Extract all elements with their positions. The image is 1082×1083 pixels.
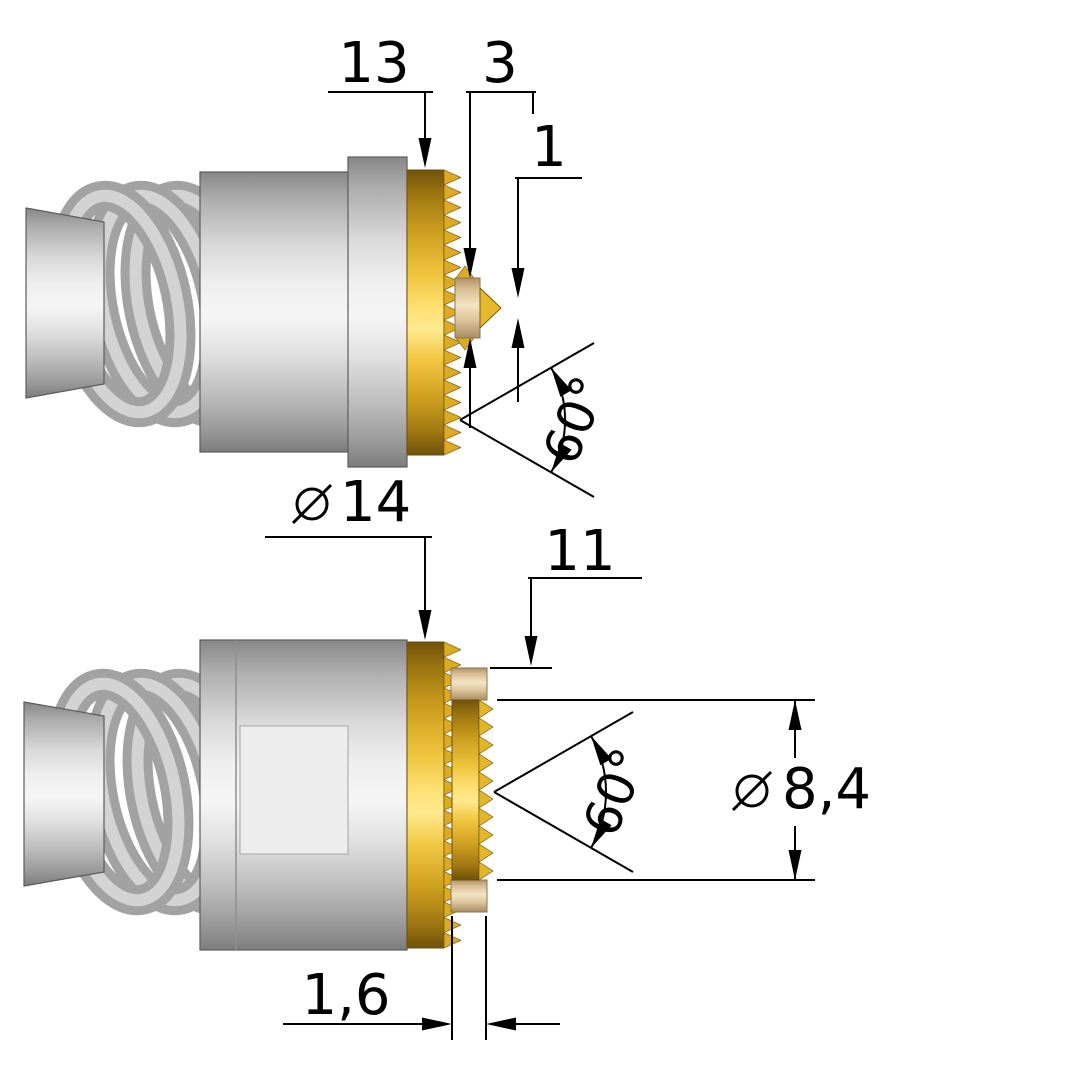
arrow-up-icon [788, 700, 802, 730]
angle-bottom-label: 60° [572, 740, 659, 844]
arrow-down-icon [788, 850, 802, 880]
tip-insulator [454, 277, 481, 339]
stud-core [451, 699, 480, 881]
serrated-face-top [444, 170, 461, 455]
diameter-symbol-icon: ⌀ [291, 483, 333, 525]
cable-end-top [25, 207, 105, 399]
dimension-angle-bottom: 60° [493, 711, 659, 873]
dimension-13: 13 [328, 31, 433, 168]
dim-11-label: 11 [544, 519, 615, 584]
dim-13-label: 13 [338, 31, 409, 96]
arrow-down-icon [524, 636, 538, 666]
tip-cone [479, 286, 502, 330]
arrow-down-icon [418, 610, 432, 640]
knurled-cap-top [406, 169, 461, 456]
hex-flat [239, 725, 349, 855]
dimension-dia-8-4: ⌀ 8,4 [497, 699, 871, 881]
connector-body-top [199, 156, 408, 468]
washer-bottom [450, 879, 488, 913]
dimensions: 13 3 1 60° [265, 31, 871, 1040]
arrow-down-icon [418, 138, 432, 168]
dimension-1: 1 [511, 115, 582, 402]
arrow-left-icon [486, 1017, 516, 1031]
dim-3-label: 3 [482, 31, 518, 96]
top-view [25, 156, 502, 468]
dim-1-label: 1 [531, 115, 567, 180]
nozzle-tip [454, 265, 502, 351]
body-flange-top [347, 156, 408, 468]
cable-end-bottom [23, 701, 105, 887]
dimension-dia-14: ⌀ 14 [265, 470, 432, 640]
arrow-down-icon [511, 268, 525, 298]
arrow-up-icon [511, 318, 525, 348]
angle-top-label: 60° [532, 368, 619, 472]
arrow-right-icon [422, 1017, 452, 1031]
stud-thread [479, 700, 494, 880]
threaded-stud [450, 667, 494, 913]
dia-14-label: 14 [340, 470, 411, 535]
dimension-3: 3 [463, 31, 536, 428]
dim-1-6-label: 1,6 [301, 963, 390, 1028]
dimension-angle-top: 60° [459, 342, 619, 498]
dimension-1-6: 1,6 [283, 916, 560, 1040]
bottom-view [23, 639, 494, 951]
diameter-symbol-icon: ⌀ [731, 770, 773, 812]
dimension-11: 11 [490, 519, 642, 669]
washer-top [450, 667, 488, 701]
dia-8-4-label: 8,4 [782, 757, 871, 822]
connector-body-bottom [199, 639, 408, 951]
